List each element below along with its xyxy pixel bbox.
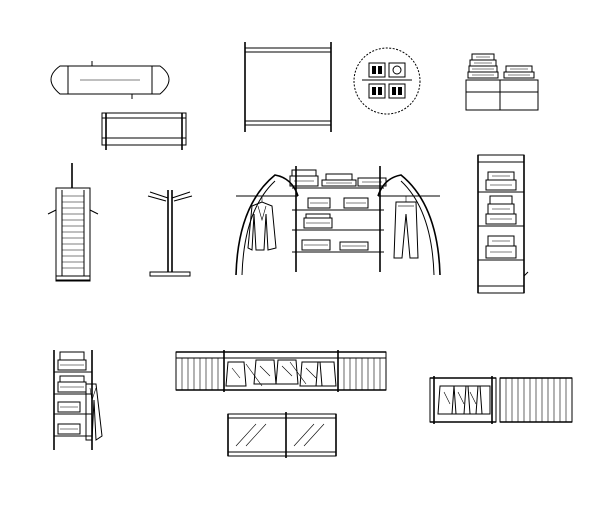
folded-clothes-stack-right [503,65,535,79]
arched-display-unit [235,166,441,276]
detail-callout-circle [353,47,421,115]
coat-stand [147,190,193,277]
folded-clothes-shelf [465,53,539,111]
side-shelving-with-coat [53,350,103,450]
grid-panel-bars [505,378,567,422]
center-shelves [292,166,384,272]
folded-clothes-top [289,169,387,187]
slat-lines [62,195,84,269]
display-frame-square [244,42,332,132]
tower-clothes [485,171,517,259]
glass-reflection-lines [235,423,325,447]
side-hanging-coat [85,383,103,441]
long-rack-elevation [175,350,387,392]
folded-clothes-bottom [301,239,369,251]
folded-clothes-lower [303,213,333,229]
rack-end-right-slats [343,358,381,390]
side-folded-clothes [57,351,87,435]
folded-clothes-stack-left [467,53,499,79]
hanging-trousers-right [393,196,419,259]
tall-shelving-tower [477,154,529,294]
glass-table-plan [227,412,337,458]
folded-clothes-middle [307,197,369,209]
slatwall-tower [47,163,99,282]
rack-end-left-slats [181,358,219,390]
rack-hanging-garments [225,359,337,387]
grid-rack-garments [437,385,491,415]
table-plan-rounded [50,61,170,99]
table-elevation [101,112,187,150]
rack-with-grid-panel [429,376,573,424]
hanging-jacket-left [247,196,277,251]
